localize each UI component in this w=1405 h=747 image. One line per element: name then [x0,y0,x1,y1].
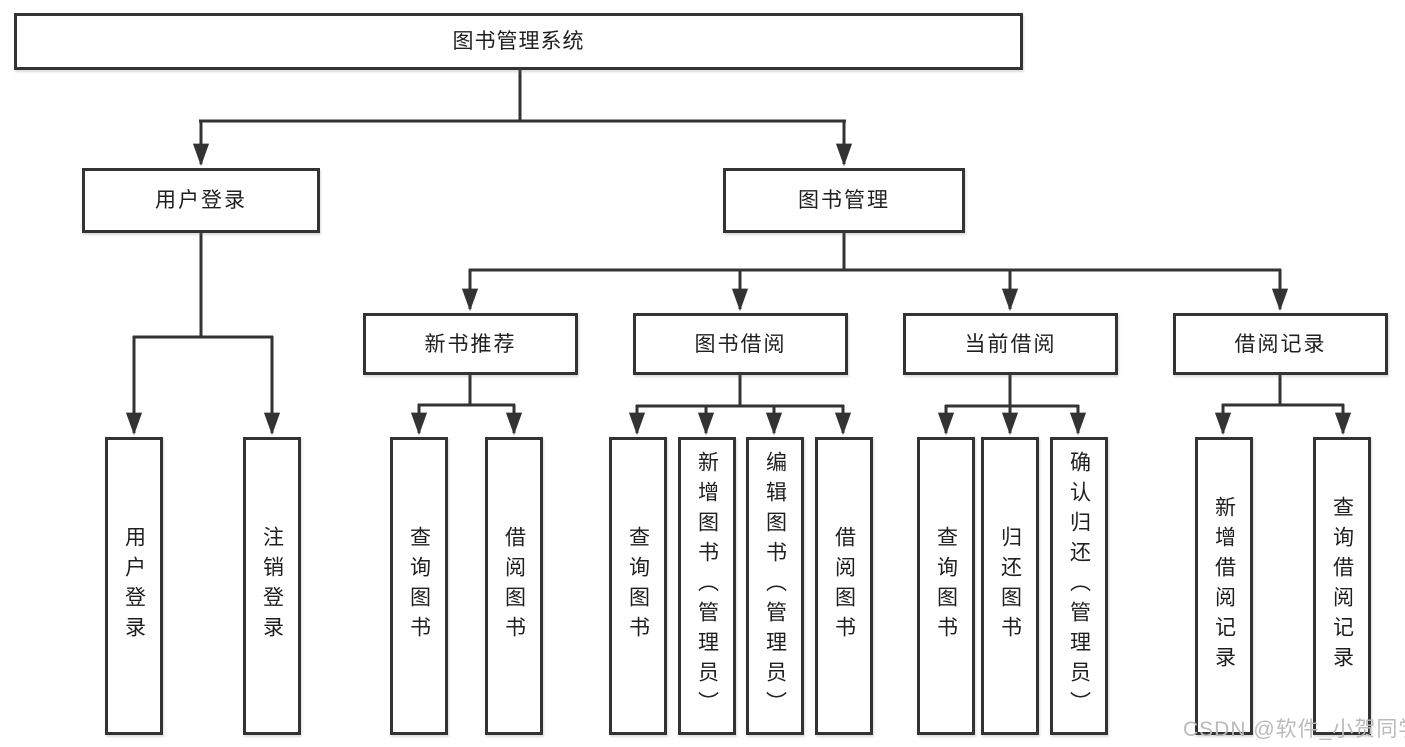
leaf-add-books-admin: 新增图书（管理员） [678,437,736,735]
node-book-borrow-label: 图书借阅 [694,332,787,356]
node-user-login-label: 用户登录 [155,189,247,212]
node-current-borrow-label: 当前借阅 [964,332,1057,356]
node-borrow-records: 借阅记录 [1173,313,1388,375]
node-current-borrow: 当前借阅 [903,313,1118,375]
leaf-add-books-admin-label: 新增图书（管理员） [695,451,719,721]
leaf-query-books-borrow-label: 查询图书 [626,526,650,646]
leaf-logout: 注销登录 [243,437,301,735]
node-new-book-recommend: 新书推荐 [363,313,578,375]
leaf-query-borrow-record-label: 查询借阅记录 [1330,496,1354,676]
node-book-management-label: 图书管理 [798,189,890,212]
node-root-label: 图书管理系统 [452,30,585,53]
leaf-edit-books-admin: 编辑图书（管理员） [746,437,804,735]
leaf-add-borrow-record: 新增借阅记录 [1195,437,1253,735]
leaf-logout-label: 注销登录 [260,526,284,646]
leaf-borrow-books: 借阅图书 [815,437,873,735]
leaf-query-books-current-label: 查询图书 [934,526,958,646]
node-borrow-records-label: 借阅记录 [1234,332,1327,356]
leaf-borrow-books-label: 借阅图书 [832,526,856,646]
leaf-user-login: 用户登录 [105,437,163,735]
leaf-query-books-recommend: 查询图书 [390,437,448,735]
leaf-query-borrow-record: 查询借阅记录 [1313,437,1371,735]
leaf-query-books-borrow: 查询图书 [609,437,667,735]
leaf-return-books: 归还图书 [981,437,1039,735]
node-book-management: 图书管理 [723,168,965,233]
node-book-borrow: 图书借阅 [633,313,848,375]
node-new-book-recommend-label: 新书推荐 [424,332,517,356]
leaf-confirm-return-admin: 确认归还（管理员） [1050,437,1108,735]
leaf-query-books-current: 查询图书 [917,437,975,735]
leaf-edit-books-admin-label: 编辑图书（管理员） [763,451,787,721]
csdn-watermark: CSDN @软件_小贺同学 [1183,718,1405,741]
node-user-login: 用户登录 [82,168,320,233]
leaf-user-login-label: 用户登录 [122,526,146,646]
leaf-borrow-books-recommend: 借阅图书 [485,437,543,735]
leaf-query-books-recommend-label: 查询图书 [407,526,431,646]
leaf-return-books-label: 归还图书 [998,526,1022,646]
leaf-add-borrow-record-label: 新增借阅记录 [1212,496,1236,676]
leaf-confirm-return-admin-label: 确认归还（管理员） [1067,451,1091,721]
leaf-borrow-books-recommend-label: 借阅图书 [502,526,526,646]
node-root: 图书管理系统 [14,13,1023,70]
